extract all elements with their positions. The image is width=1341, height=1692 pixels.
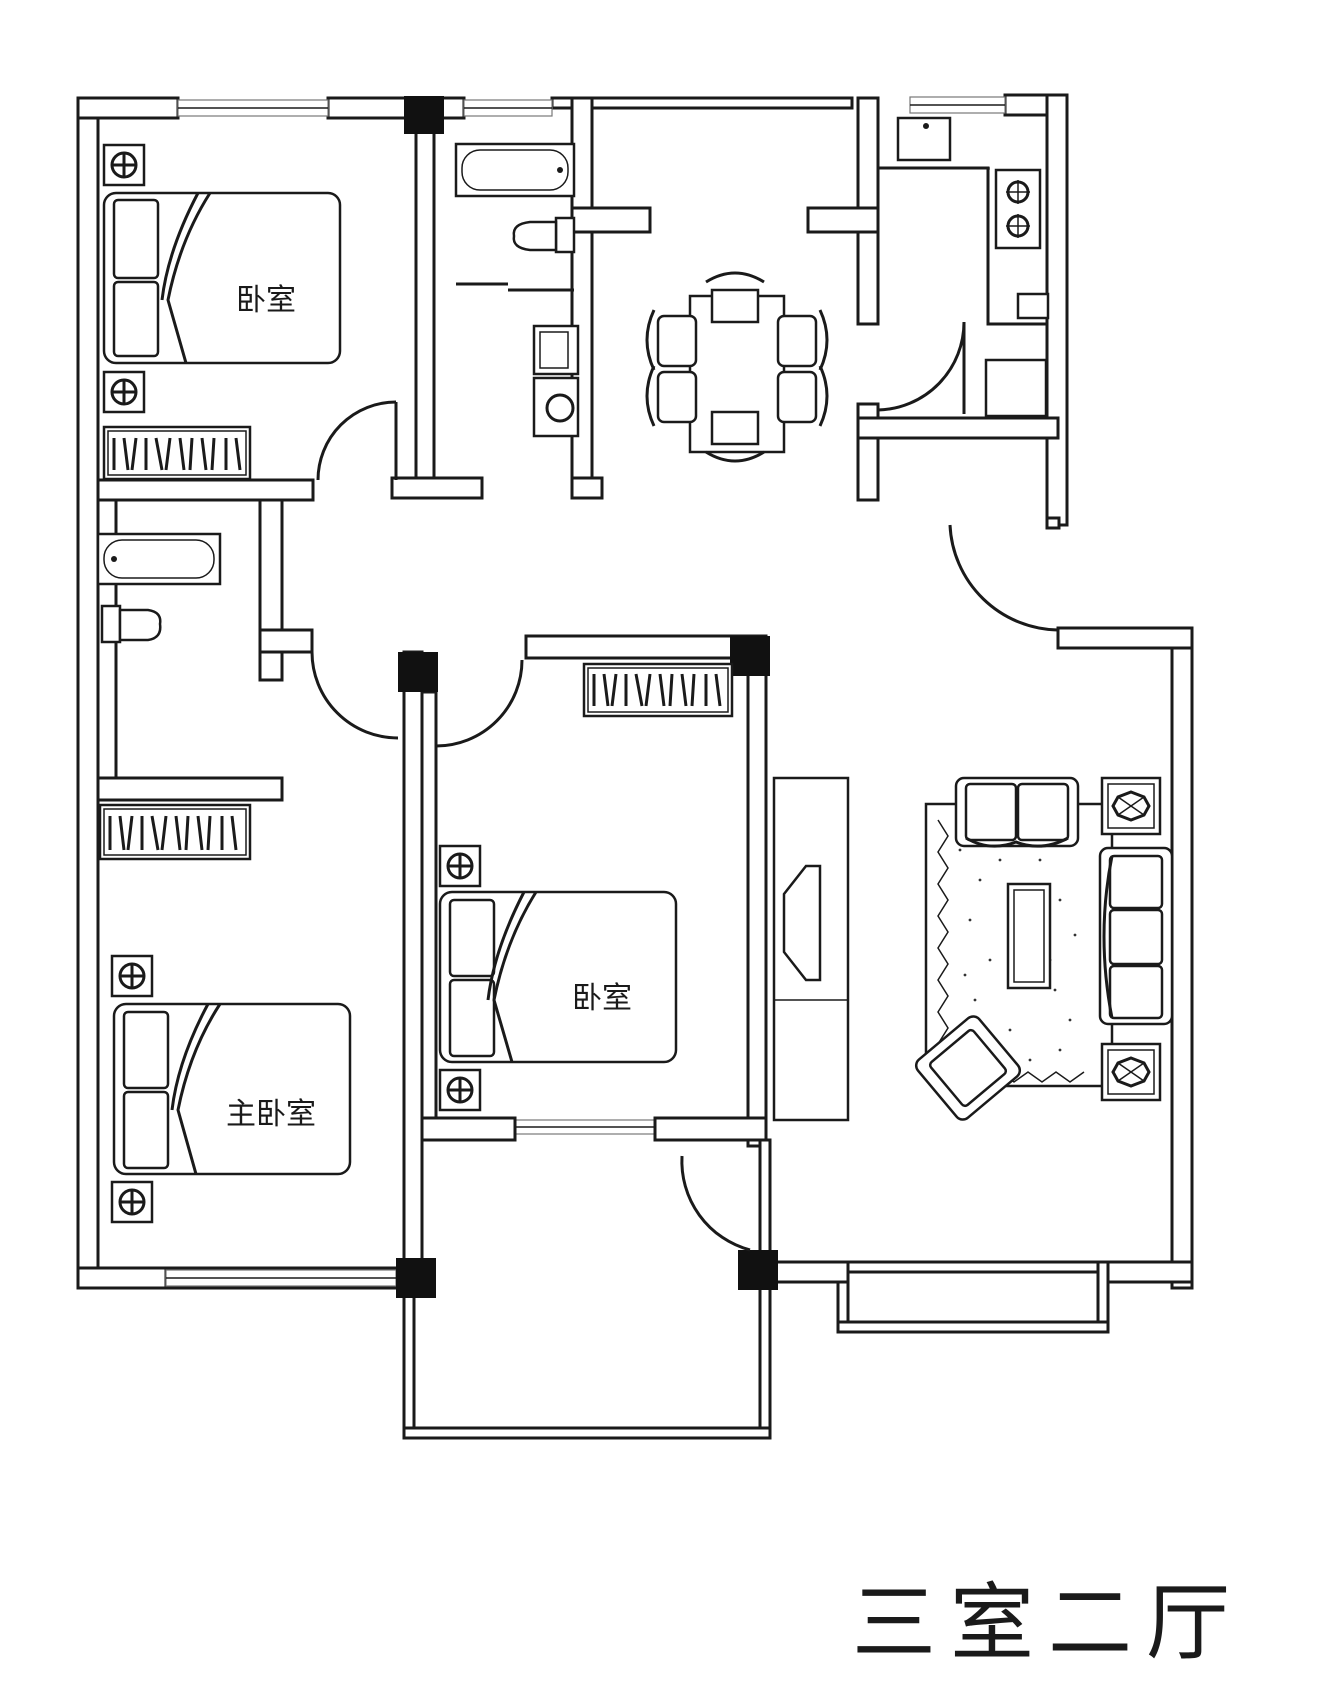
nightstand-lamp-icon <box>438 1068 482 1112</box>
room-label-master-bedroom: 主卧室 <box>226 1097 316 1132</box>
toilet-icon <box>512 216 576 254</box>
nightstand-lamp-icon <box>438 844 482 888</box>
bed <box>102 191 342 365</box>
toilet-icon <box>100 604 162 644</box>
side-table-icon <box>1100 1042 1162 1102</box>
plan-title: 三室二厅 <box>852 1574 1244 1672</box>
doors <box>310 321 1059 1252</box>
nightstand-lamp-icon <box>110 954 154 998</box>
chair-icon <box>776 365 829 427</box>
sink-icon <box>896 116 952 162</box>
wardrobe-icon <box>582 662 734 718</box>
coffee-table-icon <box>1006 882 1052 990</box>
bed <box>438 890 678 1064</box>
sofa-icon <box>1098 846 1174 1026</box>
armchair-icon <box>914 1015 1022 1121</box>
nightstand-lamp-icon <box>102 370 146 414</box>
chair-icon <box>645 309 698 371</box>
stove-icon <box>994 168 1042 250</box>
nightstand-lamp-icon <box>110 1180 154 1224</box>
nightstand-lamp-icon <box>102 143 146 187</box>
refrigerator <box>984 358 1048 418</box>
room-label-bedroom-center: 卧室 <box>572 981 632 1016</box>
bed <box>112 1002 352 1176</box>
kitchen-appliance <box>1016 292 1050 320</box>
room-label-bedroom-north: 卧室 <box>236 283 296 318</box>
bathtub-icon <box>454 142 576 198</box>
chair-icon <box>705 410 765 463</box>
bathtub-icon <box>96 532 222 586</box>
windows <box>165 96 1006 1287</box>
tv-icon <box>782 864 822 982</box>
chair-icon <box>776 309 829 371</box>
washbasin-icon <box>532 324 580 438</box>
chair-icon <box>645 365 698 427</box>
kitchen-counter <box>878 166 1047 326</box>
chair-icon <box>705 271 765 324</box>
side-table-icon <box>1100 776 1162 836</box>
sofa-icon <box>954 776 1080 848</box>
wardrobe-icon <box>98 803 252 861</box>
pillars <box>396 96 778 1298</box>
wardrobe-icon <box>102 425 252 481</box>
